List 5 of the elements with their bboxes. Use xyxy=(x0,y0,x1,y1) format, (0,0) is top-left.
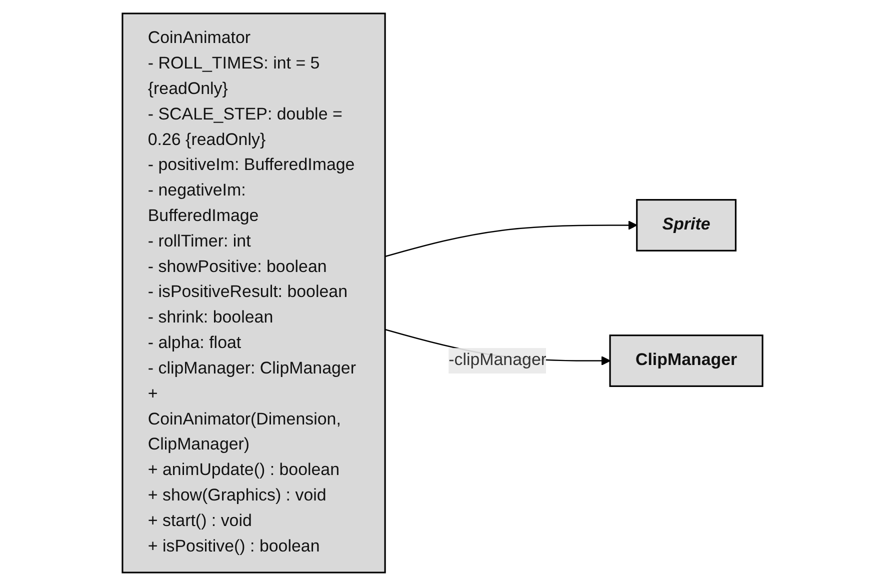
arrow xyxy=(384,220,638,258)
node-box: ClipManager xyxy=(609,334,764,387)
node-box: CoinAnimator - ROLL_TIMES: int = 5 {readOnly} - SCALE_STEP: double = 0.26 {readOnly} - positiveIm: BufferedImage - negativeIm: BufferedImage - rollTimer: int - showPositive: boolean - isPositiveResult: boolean - shrink: boolean - alpha: float - clipManager: ClipManager + CoinAnimator(Dimension, ClipManager) + animUpdate() : boolean + show(Graphics) : void + start() : void + isPositive() : boolean xyxy=(122,12,386,574)
edge-label: -clipManager xyxy=(448,351,547,370)
node-box: Sprite xyxy=(636,199,736,252)
